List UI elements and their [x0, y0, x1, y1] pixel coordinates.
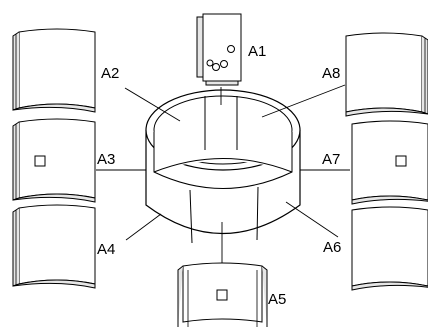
segment-a6 [351, 206, 428, 291]
label-a7: A7 [322, 151, 340, 168]
a3-square-mark [34, 155, 46, 167]
label-a1: A1 [248, 43, 266, 60]
label-a4: A4 [97, 241, 115, 258]
segment-a8 [345, 32, 428, 117]
segment-a4 [12, 204, 96, 289]
segment-a7 [351, 120, 428, 205]
central-ring [145, 89, 301, 244]
leader-lines [96, 84, 350, 264]
label-a2: A2 [101, 65, 119, 82]
label-a3: A3 [97, 151, 115, 168]
label-a8: A8 [322, 65, 340, 82]
segment-a5 [177, 262, 268, 327]
a7-square-mark [395, 155, 407, 167]
label-a6: A6 [323, 239, 341, 256]
segment-a1 [196, 13, 242, 86]
segment-a2 [12, 28, 96, 113]
label-a5: A5 [268, 291, 286, 308]
segment-a3 [12, 118, 96, 203]
